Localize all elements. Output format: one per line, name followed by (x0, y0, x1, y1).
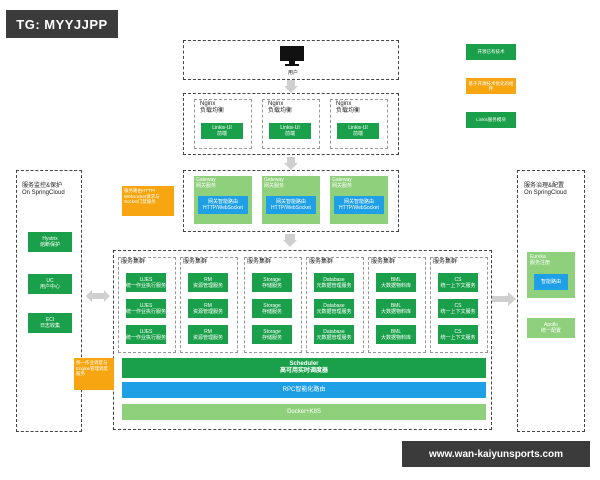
cluster-title: 服务集群 (309, 259, 334, 265)
linkis-ui-box: Linkis-UI 前端 (337, 123, 379, 139)
nginx-section (183, 93, 399, 155)
cluster-card (180, 257, 238, 353)
arrow-nginx-gateway-head (284, 163, 298, 170)
bottom-note: 统一作业调度与 Engine管理调度服务 (74, 358, 114, 390)
watermark-top: TG: MYYJJPP (6, 10, 118, 38)
cluster-service-box: RM 资源管理服务 (188, 325, 228, 344)
cluster-service-box: BML 大数据物料库 (376, 273, 416, 292)
gateway-section (183, 170, 399, 232)
right-panel-title: 服务治理&配置 On SpringCloud (524, 183, 567, 196)
gateway-route-box: 网关智能路由 HTTP/WebSocket (334, 196, 384, 214)
cluster-service-box: CS 统一上下文服务 (438, 273, 478, 292)
gateway-route-box: 网关智能路由 HTTP/WebSocket (266, 196, 316, 214)
cluster-service-box: CS 统一上下文服务 (438, 325, 478, 344)
cluster-service-box: BML 大数据物料库 (376, 325, 416, 344)
legend-linkis-module: Linkis服务模块 (466, 112, 516, 128)
monitor-icon (279, 45, 305, 72)
nginx-title: Nginx 负载均衡 (336, 101, 361, 114)
left-panel-title: 服务监控&保护 On SpringCloud (22, 183, 65, 196)
cluster-title: 服务集群 (371, 259, 396, 265)
nginx-title: Nginx 负载均衡 (268, 101, 293, 114)
cluster-card (306, 257, 364, 353)
cluster-service-box: Database 元数据管理服务 (314, 325, 354, 344)
cluster-title: 服务集群 (247, 259, 272, 265)
arrow-user-nginx-head (284, 86, 298, 93)
watermark-bottom: www.wan-kaiyunsports.com (402, 441, 590, 467)
arrow-nginx-gateway (287, 157, 295, 163)
right-eureka-box: 智能路由 (534, 274, 568, 290)
cluster-card (368, 257, 426, 353)
gateway-route-box: 网关智能路由 HTTP/WebSocket (198, 196, 248, 214)
left-item-uc: UC 用户中心 (28, 274, 72, 294)
arrow-user-nginx (287, 80, 295, 86)
nginx-card (194, 99, 252, 149)
cluster-title: 服务集群 (433, 259, 458, 265)
cluster-service-box: BML 大数据物料库 (376, 299, 416, 318)
gateway-title: Gateway 网关服务 (196, 177, 217, 189)
cluster-service-box: Database 元数据管理服务 (314, 273, 354, 292)
arrow-gateway-cluster-head (283, 240, 297, 247)
docker-bar: Docker+K8S (122, 404, 486, 420)
nginx-card (330, 99, 388, 149)
right-arrow (492, 292, 516, 311)
cluster-service-box: CS 统一上下文服务 (438, 299, 478, 318)
left-item-eci: ECI 日志收集 (28, 313, 72, 333)
scheduler-bar: Scheduler 高可用实时调度器 (122, 358, 486, 378)
nginx-title: Nginx 负载均衡 (200, 101, 225, 114)
cluster-service-box: UJES 统一作业执行服务 (126, 273, 166, 292)
right-apollo: Apollo 统一配置 (527, 318, 575, 338)
gateway-title: Gateway 网关服务 (264, 177, 285, 189)
nginx-card (262, 99, 320, 149)
gateway-title: Gateway 网关服务 (332, 177, 353, 189)
linkis-ui-box: Linkis-UI 前端 (269, 123, 311, 139)
cluster-service-box: Database 元数据管理服务 (314, 299, 354, 318)
linkis-ui-box: Linkis-UI 前端 (201, 123, 243, 139)
left-item-hystrix: Hystrix 熔断保护 (28, 232, 72, 252)
rpc-bar: RPC智能化路由 (122, 382, 486, 398)
cluster-service-box: RM 资源管理服务 (188, 273, 228, 292)
cluster-card (244, 257, 302, 353)
cluster-title: 服务集群 (183, 259, 208, 265)
user-label: 用户 (287, 70, 298, 76)
legend-optimized: 基于开源技术优化的组件 (466, 78, 516, 94)
cluster-service-box: Storage 存储服务 (252, 299, 292, 318)
cluster-title: 服务集群 (121, 259, 146, 265)
gateway-note: 服务路由HTTP/ Websocket请求与 Socket门禁服务 (122, 186, 174, 216)
right-panel (517, 170, 585, 432)
cluster-service-box: Storage 存储服务 (252, 325, 292, 344)
cluster-service-box: UJES 统一作业执行服务 (126, 325, 166, 344)
right-eureka-title: Eureka 服务注册 (530, 254, 551, 266)
left-double-arrow (86, 289, 110, 308)
arrow-gateway-cluster (285, 234, 295, 240)
cluster-section (113, 250, 492, 430)
cluster-card (118, 257, 176, 353)
cluster-service-box: Storage 存储服务 (252, 273, 292, 292)
cluster-service-box: UJES 统一作业执行服务 (126, 299, 166, 318)
cluster-card (430, 257, 488, 353)
left-panel (16, 170, 82, 432)
legend-open-source: 开源已有技术 (466, 44, 516, 60)
user-section (183, 40, 399, 80)
cluster-service-box: RM 资源管理服务 (188, 299, 228, 318)
